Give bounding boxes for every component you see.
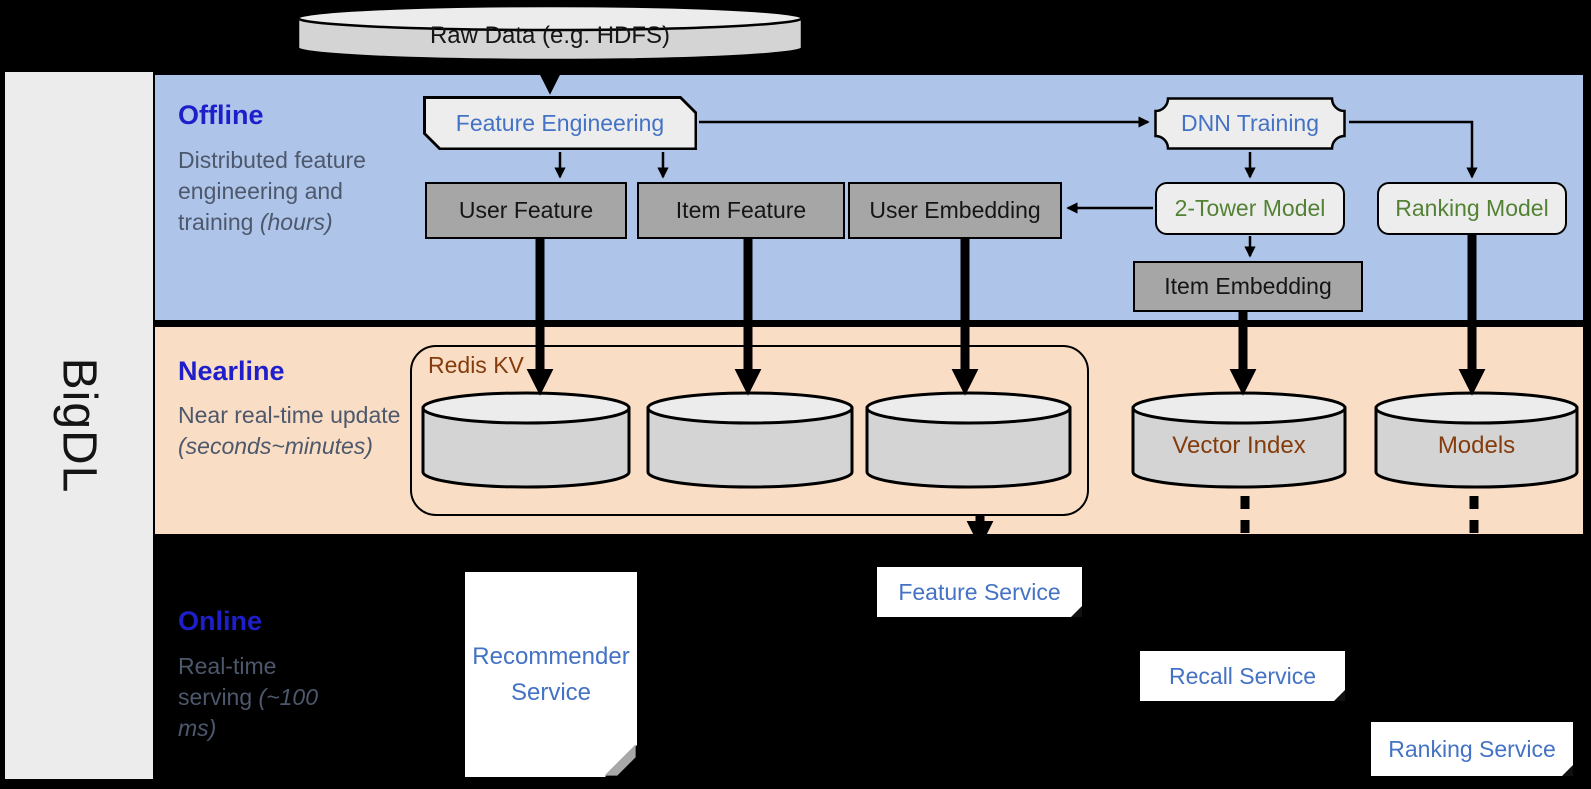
node-ranking-model: Ranking Model: [1377, 182, 1567, 235]
node-recommender-service: Recommender Service: [465, 572, 637, 777]
models-label: Models: [1437, 432, 1516, 459]
redis-shard-cylinder-1: [420, 390, 632, 490]
node-feature-engineering: Feature Engineering: [423, 96, 697, 150]
node-two-tower-model: 2-Tower Model: [1155, 182, 1345, 235]
cylinder-shape: [646, 391, 854, 489]
double-bracket-shape: [1154, 97, 1346, 150]
bigdl-logo: BigDL: [52, 357, 106, 494]
snip-rectangle-shape: [426, 99, 695, 148]
raw-data-store: Raw Data (e.g. HDFS): [295, 4, 805, 62]
online-title: Online: [178, 606, 263, 636]
nearline-title: Nearline: [178, 356, 285, 386]
node-ranking-service: Ranking Service: [1371, 722, 1573, 776]
redis-shard-cylinder-3: [864, 390, 1073, 490]
models-store: Models: [1373, 390, 1580, 490]
node-feature-service: Feature Service: [877, 567, 1082, 617]
offline-title: Offline: [178, 100, 264, 130]
node-item-feature: Item Feature: [637, 182, 845, 239]
node-user-embedding: User Embedding: [848, 182, 1062, 239]
cylinder-shape: [1374, 391, 1579, 489]
cylinder-shape: [296, 4, 804, 62]
node-user-feature: User Feature: [425, 182, 627, 239]
cylinder-shape: [421, 391, 631, 489]
vector-index-store: Vector Index: [1130, 390, 1348, 490]
redis-shard-cylinder-2: [645, 390, 855, 490]
offline-description: Distributed feature engineering and trai…: [178, 147, 366, 235]
node-item-embedding: Item Embedding: [1133, 261, 1363, 312]
section-online: Online Real-time serving (~100 ms): [155, 534, 1583, 789]
online-description: Real-time serving (~100 ms): [178, 653, 319, 741]
nearline-description: Near real-time update (seconds~minutes): [178, 402, 401, 459]
vector-index-label: Vector Index: [1172, 432, 1306, 459]
cylinder-shape: [1131, 391, 1347, 489]
node-recall-service: Recall Service: [1140, 651, 1345, 701]
redis-kv-label: Redis KV: [428, 352, 524, 378]
raw-data-label: Raw Data (e.g. HDFS): [429, 22, 671, 49]
cylinder-shape: [865, 391, 1072, 489]
bigdl-sidebar: BigDL: [5, 72, 153, 779]
node-dnn-training: DNN Training: [1153, 96, 1347, 151]
